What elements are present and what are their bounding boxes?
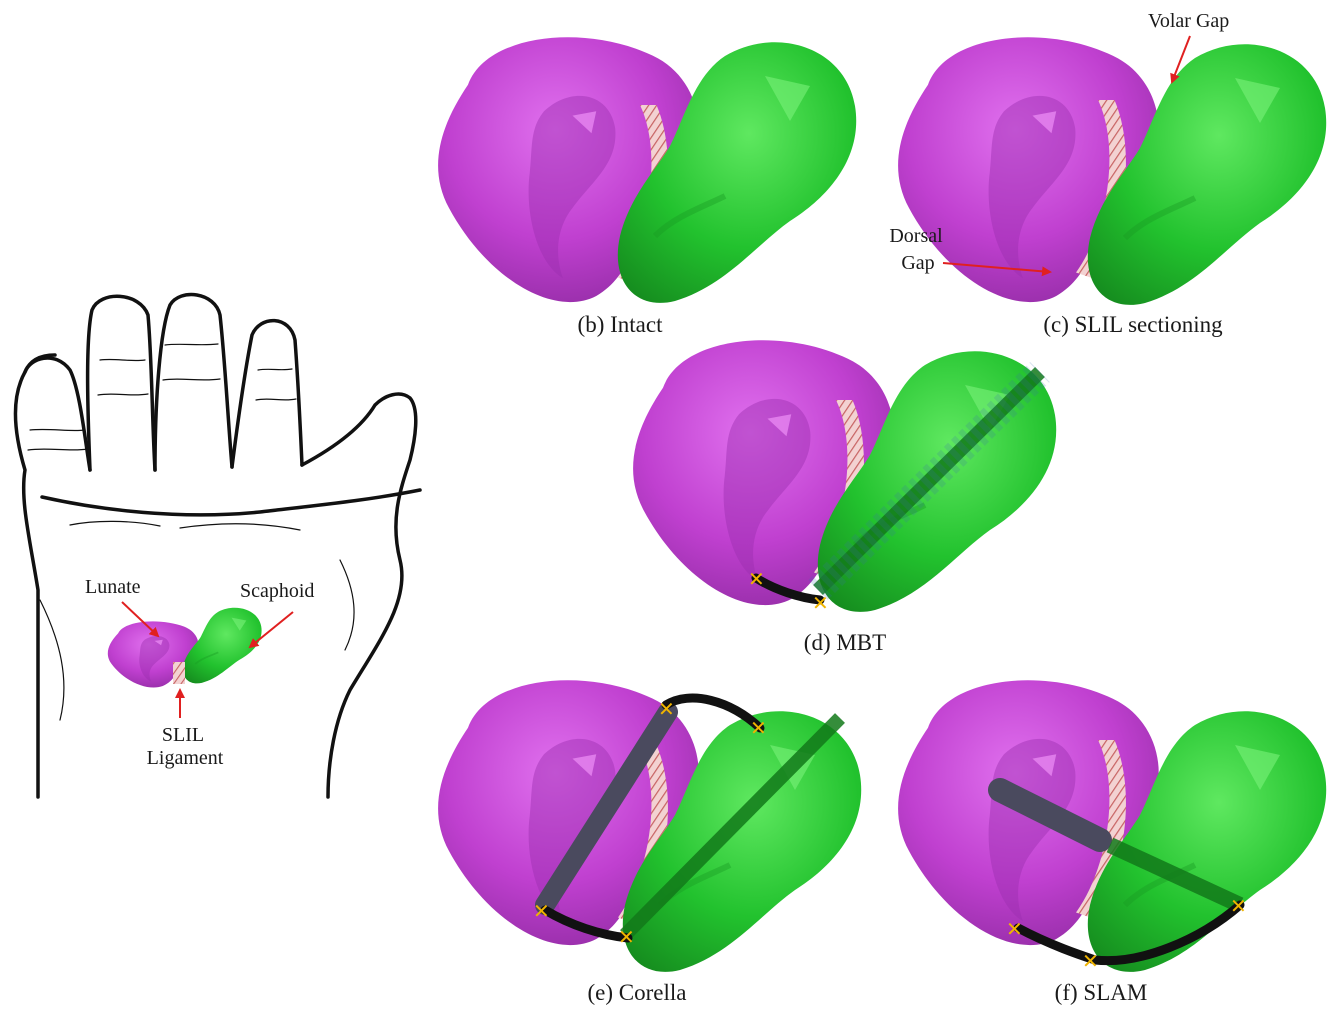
corella-anchor-2: ✕ [750,716,767,740]
panel-sectioning [898,36,1326,305]
mbt-anchor-1: ✕ [748,567,765,591]
caption-corella: (e) Corella [588,980,687,1006]
corella-anchor-3: ✕ [533,899,550,923]
scaphoid-label: Scaphoid [240,580,314,603]
panel-intact [438,37,856,303]
caption-sectioning: (c) SLIL sectioning [1043,312,1222,338]
volar-gap-label: Volar Gap [1148,10,1229,33]
slil-label-line1: SLIL [162,724,204,747]
panel-slam: ✕ ✕ ✕ [898,680,1326,973]
caption-slam: (f) SLAM [1055,980,1148,1006]
corella-anchor-4: ✕ [618,925,635,949]
slam-anchor-2: ✕ [1082,949,1099,973]
hand-slil-ligament [173,662,185,684]
dorsal-gap-label-line2: Gap [901,252,934,275]
panel-mbt: ✕ ✕ [633,340,1056,615]
slam-anchor-1: ✕ [1006,917,1023,941]
slam-anchor-3: ✕ [1230,894,1247,918]
hand-scaphoid-bone [183,608,262,684]
caption-mbt: (d) MBT [804,630,886,656]
lunate-label: Lunate [85,576,141,599]
caption-intact: (b) Intact [578,312,663,338]
hand-sketch [16,295,420,797]
mbt-anchor-2: ✕ [812,591,829,615]
panel-corella: ✕ ✕ ✕ ✕ [438,680,861,972]
slil-label-line2: Ligament [147,747,224,770]
dorsal-gap-label-line1: Dorsal [889,225,942,248]
corella-anchor-1: ✕ [658,697,675,721]
